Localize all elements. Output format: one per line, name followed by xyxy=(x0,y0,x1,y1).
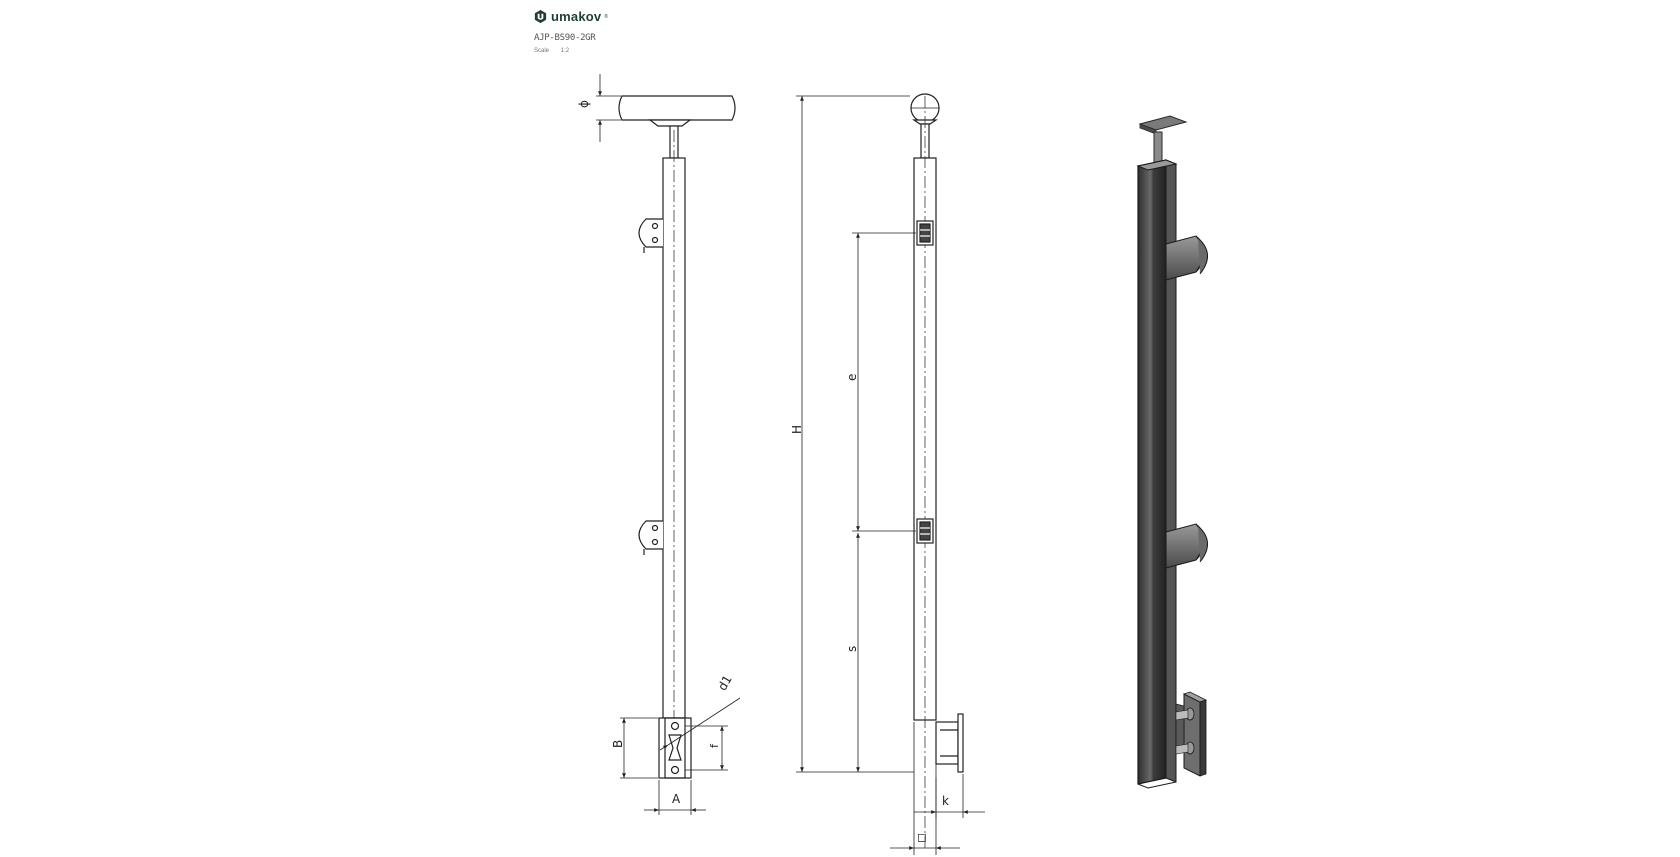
brand-mark-icon xyxy=(534,9,547,24)
dimension-B xyxy=(620,717,658,779)
side-view: H e s k xyxy=(790,93,985,855)
label-d1: d1 xyxy=(715,673,735,693)
label-A: A xyxy=(672,792,681,806)
isometric-render xyxy=(1136,115,1208,789)
render-glass-clamp-upper xyxy=(1165,235,1208,281)
scale-value: 1:2 xyxy=(560,48,570,54)
base-plate-side xyxy=(935,713,964,773)
label-e: e xyxy=(845,374,859,381)
glass-clamp-lower-front xyxy=(638,520,663,555)
label-s: s xyxy=(845,646,859,652)
label-square: ◻ xyxy=(917,830,927,844)
handrail-section xyxy=(618,95,736,127)
label-f: f xyxy=(708,743,721,748)
front-view: ϕ xyxy=(577,74,741,815)
dimension-H xyxy=(796,95,914,773)
dimension-phi xyxy=(596,74,621,142)
render-base-plate xyxy=(1175,691,1208,777)
dimension-e xyxy=(852,232,916,532)
glass-clamp-upper-side xyxy=(916,220,934,246)
label-phi: ϕ xyxy=(577,100,591,108)
brand-logo: umakov® xyxy=(533,9,608,24)
dimension-A xyxy=(644,780,706,815)
brand-name: umakov xyxy=(551,9,602,24)
render-post xyxy=(1137,159,1167,785)
dimension-d1 xyxy=(659,697,741,751)
glass-clamp-lower-side xyxy=(916,518,934,544)
label-H: H xyxy=(790,425,804,434)
dimension-f xyxy=(685,725,728,771)
label-B: B xyxy=(611,740,625,748)
scale-info: Scale 1:2 xyxy=(534,48,579,54)
render-glass-clamp-lower xyxy=(1165,523,1208,569)
product-code: AJP-BS90-2GR xyxy=(534,33,596,43)
label-k: k xyxy=(942,794,949,808)
scale-label: Scale xyxy=(534,48,550,54)
dimension-square xyxy=(890,722,960,855)
glass-clamp-upper-front xyxy=(638,218,663,253)
